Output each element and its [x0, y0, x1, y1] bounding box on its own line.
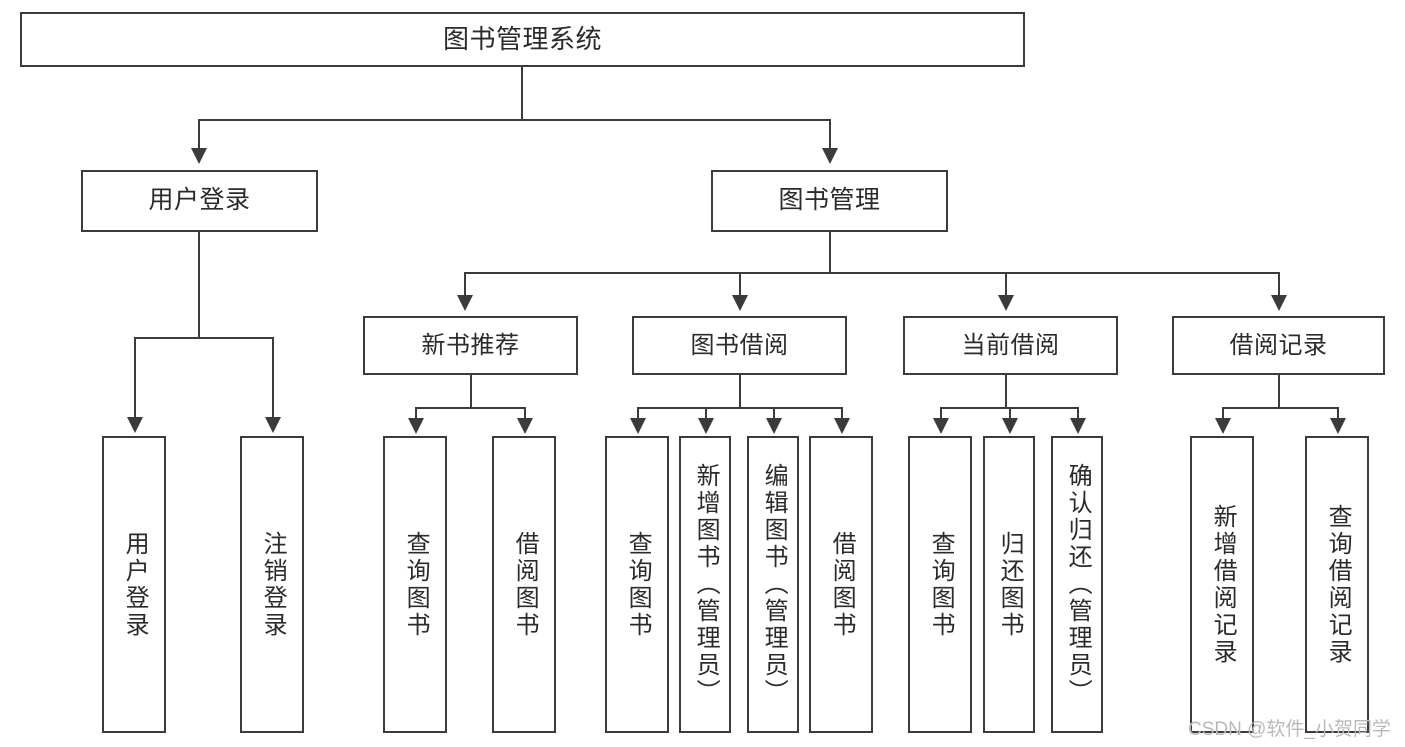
arrowhead-borrow-record-to-leaf-1	[1215, 418, 1231, 434]
leaf-label: 新增借阅记录	[1209, 503, 1237, 666]
connector-new-book-to-leaf-1	[415, 407, 417, 420]
connector-user-login-stem	[198, 232, 200, 337]
arrowhead-bm-to-borrow-record	[1271, 295, 1287, 311]
leaf-book-borrow-query-book[interactable]: 查询图书	[605, 436, 669, 733]
connector-new-book-to-leaf-2	[524, 407, 526, 420]
arrowhead-current-borrow-to-leaf-2	[1002, 418, 1018, 434]
connector-root-to-user-login	[198, 119, 200, 150]
connector-book-borrow-bus	[637, 407, 842, 409]
arrowhead-book-borrow-to-leaf-4	[834, 418, 850, 434]
leaf-book-borrow-add-book-admin[interactable]: 新增图书（管理员）	[679, 436, 731, 733]
connector-book-borrow-stem	[739, 375, 741, 407]
arrowhead-book-borrow-to-leaf-2	[698, 418, 714, 434]
arrowhead-user-login-to-leaf-2	[265, 417, 281, 433]
leaf-current-borrow-confirm-return-admin[interactable]: 确认归还（管理员）	[1051, 436, 1103, 733]
leaf-label: 归还图书	[996, 530, 1024, 639]
arrowhead-book-borrow-to-leaf-1	[630, 418, 646, 434]
connector-book-borrow-to-leaf-1	[637, 407, 639, 420]
leaf-label: 编辑图书（管理员）	[760, 463, 788, 706]
connector-borrow-record-to-leaf-1	[1222, 407, 1224, 420]
arrowhead-new-book-to-leaf-1	[408, 418, 424, 434]
connector-book-borrow-to-leaf-3	[773, 407, 775, 420]
connector-user-login-bus	[134, 337, 273, 339]
leaf-label: 查询图书	[402, 530, 430, 639]
connector-root-to-book-management	[829, 119, 831, 150]
leaf-label: 确认归还（管理员）	[1064, 463, 1092, 706]
leaf-label: 查询图书	[927, 530, 955, 639]
leaf-label: 借阅图书	[828, 530, 856, 639]
node-label: 新书推荐	[421, 331, 520, 359]
arrowhead-bm-to-book-borrow	[732, 295, 748, 311]
arrowhead-bm-to-current-borrow	[998, 295, 1014, 311]
leaf-user-login-login[interactable]: 用户登录	[102, 436, 166, 733]
arrowhead-bm-to-new-book	[457, 295, 473, 311]
node-root-book-management-system[interactable]: 图书管理系统	[20, 12, 1025, 67]
connector-current-borrow-to-leaf-3	[1077, 407, 1079, 420]
connector-current-borrow-stem	[1005, 375, 1007, 407]
arrowhead-root-to-user-login	[191, 148, 207, 164]
leaf-current-borrow-return-book[interactable]: 归还图书	[983, 436, 1035, 733]
connector-user-login-to-leaf-2	[272, 337, 274, 419]
connector-new-book-bus	[415, 407, 525, 409]
connector-root-bus	[198, 119, 830, 121]
connector-bm-to-new-book	[464, 272, 466, 297]
leaf-label: 查询图书	[624, 530, 652, 639]
connector-current-borrow-to-leaf-2	[1009, 407, 1011, 420]
node-label: 图书管理系统	[442, 24, 602, 55]
leaf-label: 注销登录	[259, 530, 287, 639]
leaf-book-borrow-borrow-book[interactable]: 借阅图书	[809, 436, 873, 733]
node-label: 图书借阅	[690, 331, 789, 359]
leaf-new-book-borrow-book[interactable]: 借阅图书	[492, 436, 556, 733]
connector-current-borrow-to-leaf-1	[940, 407, 942, 420]
arrowhead-user-login-to-leaf-1	[127, 417, 143, 433]
leaf-current-borrow-query-book[interactable]: 查询图书	[908, 436, 972, 733]
node-new-book-recommend[interactable]: 新书推荐	[363, 316, 578, 375]
connector-bm-to-book-borrow	[739, 272, 741, 297]
arrowhead-book-borrow-to-leaf-3	[766, 418, 782, 434]
node-label: 用户登录	[148, 186, 251, 215]
node-label: 当前借阅	[961, 331, 1060, 359]
connector-book-borrow-to-leaf-2	[705, 407, 707, 420]
node-label: 借阅记录	[1229, 331, 1328, 359]
connector-borrow-record-stem	[1278, 375, 1280, 407]
arrowhead-current-borrow-to-leaf-1	[933, 418, 949, 434]
leaf-label: 借阅图书	[511, 530, 539, 639]
connector-borrow-record-to-leaf-2	[1337, 407, 1339, 420]
node-book-management[interactable]: 图书管理	[711, 170, 948, 232]
connector-book-management-bus	[464, 272, 1280, 274]
leaf-label: 用户登录	[121, 530, 149, 639]
connector-book-management-stem	[829, 232, 831, 272]
leaf-label: 新增图书（管理员）	[692, 463, 720, 706]
connector-root-stem	[521, 67, 523, 119]
leaf-book-borrow-edit-book-admin[interactable]: 编辑图书（管理员）	[747, 436, 799, 733]
connector-borrow-record-bus	[1222, 407, 1338, 409]
connector-book-borrow-to-leaf-4	[841, 407, 843, 420]
node-current-borrow[interactable]: 当前借阅	[903, 316, 1118, 375]
arrowhead-root-to-book-management	[822, 148, 838, 164]
leaf-borrow-record-add-record[interactable]: 新增借阅记录	[1190, 436, 1254, 733]
arrowhead-borrow-record-to-leaf-2	[1330, 418, 1346, 434]
connector-new-book-stem	[470, 375, 472, 407]
connector-bm-to-current-borrow	[1005, 272, 1007, 297]
leaf-new-book-query-book[interactable]: 查询图书	[383, 436, 447, 733]
arrowhead-new-book-to-leaf-2	[517, 418, 533, 434]
node-user-login[interactable]: 用户登录	[81, 170, 318, 232]
leaf-label: 查询借阅记录	[1324, 503, 1352, 666]
node-borrow-record[interactable]: 借阅记录	[1172, 316, 1385, 375]
node-label: 图书管理	[778, 186, 881, 215]
node-book-borrow[interactable]: 图书借阅	[632, 316, 847, 375]
connector-user-login-to-leaf-1	[134, 337, 136, 419]
leaf-borrow-record-query-record[interactable]: 查询借阅记录	[1305, 436, 1369, 733]
connector-bm-to-borrow-record	[1278, 272, 1280, 297]
arrowhead-current-borrow-to-leaf-3	[1070, 418, 1086, 434]
leaf-user-login-logout[interactable]: 注销登录	[240, 436, 304, 733]
